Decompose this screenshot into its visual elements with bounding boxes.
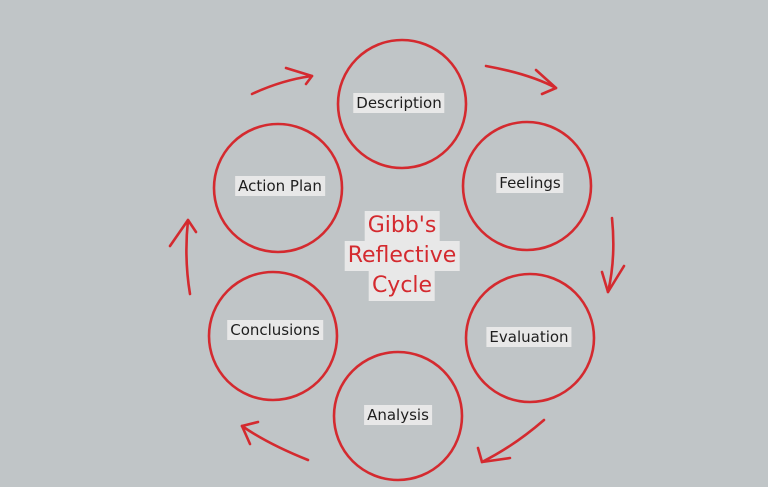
circle-description (336, 38, 468, 170)
arrow-feelings-to-evaluation (600, 216, 626, 294)
circle-action-plan (212, 122, 344, 254)
arrow-action-plan-to-description (250, 66, 314, 96)
stage-label-action-plan: Action Plan (235, 176, 325, 196)
diagram-title: Gibb's Reflective Cycle (344, 211, 460, 301)
title-line-1: Gibb's (364, 211, 440, 241)
stage-label-evaluation: Evaluation (486, 327, 572, 347)
title-line-3: Cycle (368, 271, 436, 301)
circle-feelings (461, 120, 593, 252)
arrow-conclusions-to-action-plan (168, 218, 198, 296)
stage-label-description: Description (353, 93, 445, 113)
circle-conclusions (207, 270, 339, 402)
circle-analysis (332, 350, 464, 482)
circle-evaluation (464, 272, 596, 404)
arrow-analysis-to-conclusions (240, 420, 310, 462)
arrow-description-to-feelings (484, 64, 558, 96)
stage-label-feelings: Feelings (496, 173, 564, 193)
arrow-evaluation-to-analysis (476, 418, 546, 464)
title-line-2: Reflective (344, 241, 460, 271)
stage-label-conclusions: Conclusions (227, 320, 323, 340)
stage-label-analysis: Analysis (364, 405, 432, 425)
